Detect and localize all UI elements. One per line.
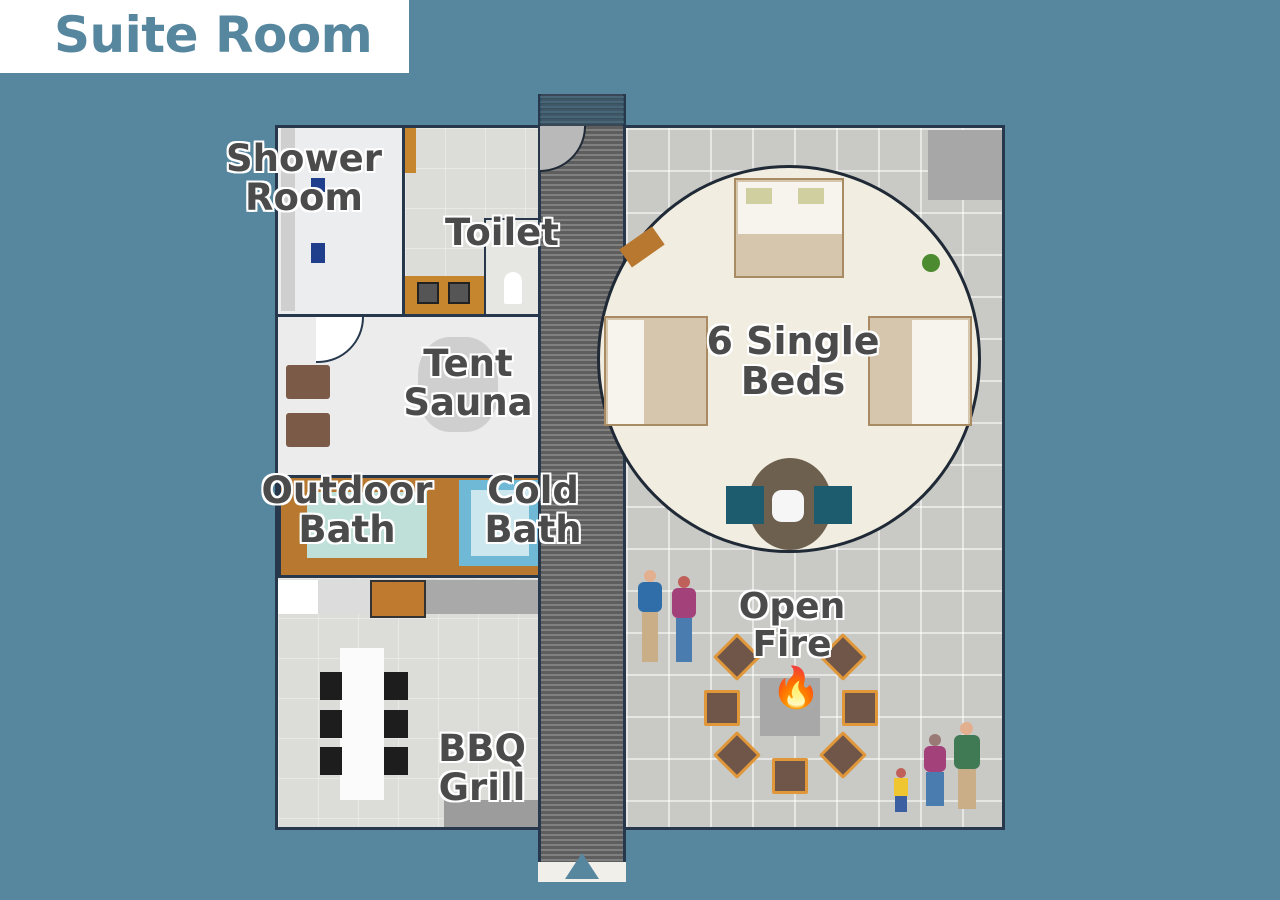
bed-top [734, 178, 844, 278]
shower-wall-strip [281, 128, 295, 311]
bbq-cabinet [370, 580, 426, 618]
sink-right-icon [448, 282, 470, 304]
toilet-bowl-icon [504, 272, 522, 304]
entrance-arrow-icon [565, 853, 599, 879]
person-icon [892, 768, 910, 814]
courtyard-corner-block [928, 130, 1002, 200]
page-title: Suite Room [54, 6, 373, 64]
dining-chair [384, 747, 408, 775]
lounge-table [772, 490, 804, 522]
label-beds: 6 Single Beds [706, 319, 880, 403]
fire-pit [760, 678, 820, 736]
fire-chair [704, 690, 740, 726]
label-cold-bath: Cold Bath [484, 469, 582, 551]
lounge-chair-left [726, 486, 764, 524]
toilet-room [402, 125, 542, 317]
label-outdoor-bath: Outdoor Bath [261, 469, 433, 551]
dome-tent [597, 165, 981, 553]
outdoor-bath-tub [307, 492, 427, 558]
fire-chair [842, 690, 878, 726]
tent-sauna-icon [418, 337, 498, 432]
dining-table [340, 648, 384, 800]
bbq-grill [444, 800, 538, 827]
dining-chair [320, 747, 342, 775]
dining-chair [320, 710, 342, 738]
shower-head-icon [311, 178, 325, 192]
deck-walkway [538, 94, 626, 882]
cold-bath-tub [459, 480, 539, 566]
fire-chair [772, 758, 808, 794]
shower-control-icon [311, 243, 325, 263]
sink-left-icon [417, 282, 439, 304]
label-shower-room: Shower Room [226, 137, 382, 219]
deck-top [538, 94, 626, 126]
person-icon [636, 570, 664, 664]
bed-right [868, 316, 972, 426]
label-bbq-grill: BBQ Grill [438, 727, 526, 809]
fire-icon: 🔥 [771, 665, 821, 711]
sauna-room [275, 314, 542, 478]
label-open-fire: Open Fire [738, 586, 846, 665]
plant-icon [922, 254, 940, 272]
toilet-stall [484, 218, 542, 314]
title-box: Suite Room [0, 0, 409, 73]
bath-deck [278, 478, 542, 578]
sink-counter [405, 276, 485, 314]
person-icon [922, 734, 948, 808]
bed-left [604, 316, 708, 426]
shower-room [275, 125, 405, 317]
kitchen-counter [426, 580, 538, 614]
dining-chair [384, 710, 408, 738]
toilet-shelf [405, 128, 416, 173]
person-icon [668, 576, 698, 664]
bbq-area [278, 578, 540, 827]
sauna-chair-2 [286, 413, 330, 447]
sauna-chair-1 [286, 365, 330, 399]
dining-chair [320, 672, 342, 700]
lounge-chair-right [814, 486, 852, 524]
sauna-door [316, 317, 364, 363]
dining-chair [384, 672, 408, 700]
label-tent-sauna: Tent Sauna [403, 342, 533, 424]
label-toilet: Toilet [445, 211, 559, 254]
person-icon [950, 722, 984, 810]
